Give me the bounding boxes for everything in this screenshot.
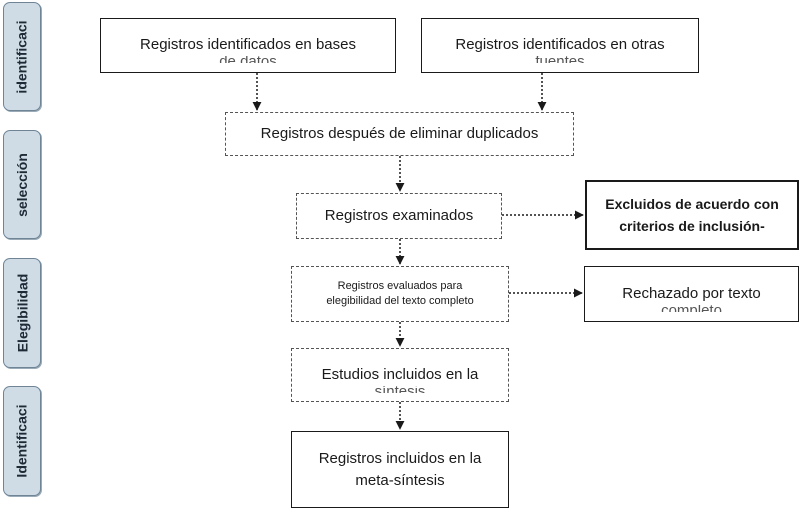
stage-tab-identificacion: identificaci <box>3 2 41 111</box>
box-screened: Registros examinados <box>296 193 502 239</box>
box-text: Excluidos de acuerdo con <box>605 196 779 212</box>
box-excluded: Excluidos de acuerdo con criterios de in… <box>585 180 799 250</box>
box-text: Registros evaluados para <box>337 280 463 292</box>
box-text: Registros después de eliminar duplicados <box>260 125 539 142</box>
box-text-cut: fuentes <box>535 56 584 63</box>
box-text-cut: síntesis <box>375 386 426 393</box>
box-text: criterios de inclusión- <box>619 218 765 234</box>
box-other-sources: Registros identificados en otras fuentes <box>421 18 699 73</box>
box-text: Rechazado por texto <box>622 284 761 302</box>
stage-tab-seleccion: selección <box>3 130 41 239</box>
box-text: Registros identificados en bases <box>140 36 356 53</box>
box-text: meta-síntesis <box>355 471 445 489</box>
box-databases: Registros identificados en bases de dato… <box>100 18 396 73</box>
box-text: Estudios incluidos en la <box>321 365 479 383</box>
box-text-cut: completo <box>661 305 722 312</box>
box-meta-synthesis: Registros incluidos en la meta-síntesis <box>291 431 509 508</box>
box-fulltext: Registros evaluados para elegibilidad de… <box>291 266 509 322</box>
box-text: elegibilidad del texto completo <box>326 295 474 307</box>
box-text: Registros incluidos en la <box>318 449 482 467</box>
box-text: Registros identificados en otras <box>455 36 665 53</box>
box-after-duplicates: Registros después de eliminar duplicados <box>225 112 574 156</box>
box-text-cut: de datos <box>219 56 277 63</box>
box-studies-included: Estudios incluidos en la síntesis <box>291 348 509 402</box>
stage-tab-elegibilidad: Elegibilidad <box>3 258 41 368</box>
box-text: Registros examinados <box>324 207 474 224</box>
stage-tab-inclusion: Identificaci <box>3 386 41 496</box>
box-rejected: Rechazado por texto completo <box>584 266 799 322</box>
